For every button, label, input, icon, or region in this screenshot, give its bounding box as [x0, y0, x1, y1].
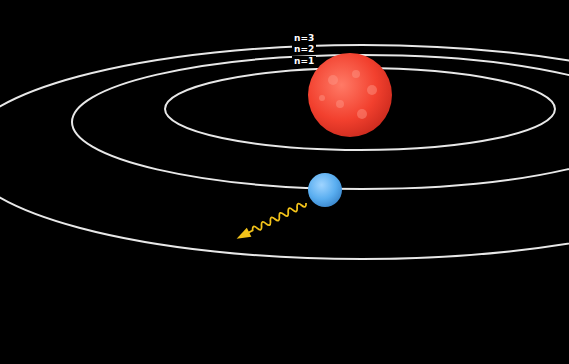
energy-level-label: n=3	[292, 33, 316, 43]
energy-level-label: n=1	[292, 56, 316, 66]
electron	[308, 173, 342, 207]
orbit-3	[0, 45, 569, 259]
energy-level-label: n=2	[292, 44, 316, 54]
photon-wave	[234, 199, 308, 244]
nucleus	[308, 53, 392, 137]
orbit-lines	[0, 45, 569, 259]
